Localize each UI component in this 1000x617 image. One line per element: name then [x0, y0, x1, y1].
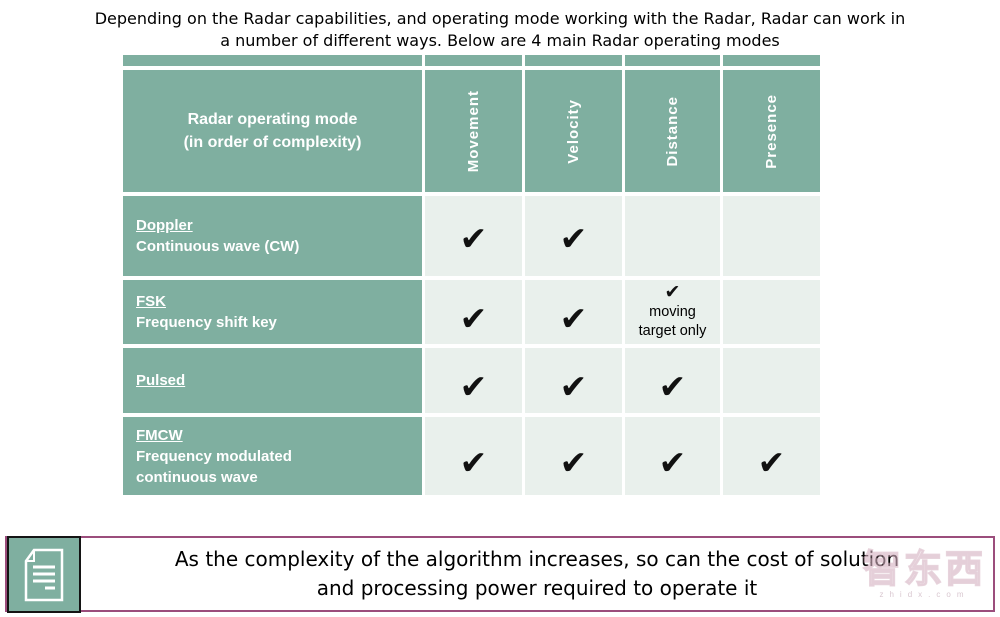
check-icon: ✔: [658, 368, 687, 405]
mode-name: FMCW: [136, 426, 183, 444]
mode-name: Pulsed: [136, 372, 186, 389]
cell-pulsed-presence: [723, 348, 820, 413]
row-label-pulsed: Pulsed: [123, 348, 422, 413]
check-icon: ✔: [459, 443, 488, 481]
summary-note-box: As the complexity of the algorithm incre…: [5, 536, 995, 613]
mode-description: Frequency shift key: [136, 314, 277, 331]
radar-modes-table: Radar operating mode (in order of comple…: [123, 55, 820, 495]
table-corner-header: Radar operating mode (in order of comple…: [123, 70, 422, 192]
column-header-distance: Distance: [625, 70, 720, 192]
cell-doppler-presence: [723, 196, 820, 276]
table-top-strip: [625, 55, 720, 66]
table-top-strip: [425, 55, 522, 66]
column-header-movement: Movement: [425, 70, 522, 192]
table-top-strip: [525, 55, 622, 66]
cell-fmcw-velocity: ✔: [525, 417, 622, 495]
column-header-label: Movement: [465, 89, 482, 173]
mode-description: Frequency modulated continuous wave: [136, 447, 292, 486]
mode-name: Doppler: [136, 217, 193, 234]
row-label-doppler: Doppler Continuous wave (CW): [123, 196, 422, 276]
column-header-velocity: Velocity: [525, 70, 622, 192]
check-icon: ✔: [459, 219, 488, 257]
note-icon-box: [7, 536, 81, 613]
cell-doppler-distance: [625, 196, 720, 276]
column-header-label: Distance: [664, 95, 681, 167]
mode-name: FSK: [136, 293, 166, 310]
cell-doppler-movement: ✔: [425, 196, 522, 276]
check-icon: ✔: [658, 443, 687, 481]
summary-note-text: As the complexity of the algorithm incre…: [174, 547, 900, 600]
cell-fmcw-distance: ✔: [625, 417, 720, 495]
check-icon: ✔: [757, 443, 786, 481]
column-header-label: Velocity: [565, 98, 582, 164]
cell-fmcw-movement: ✔: [425, 417, 522, 495]
row-label-fsk: FSK Frequency shift key: [123, 280, 422, 344]
cell-fmcw-presence: ✔: [723, 417, 820, 495]
row-label-fmcw: FMCW Frequency modulated continuous wave: [123, 417, 422, 495]
cell-note: moving target only: [638, 304, 707, 339]
document-icon: [24, 548, 64, 601]
page-title: Depending on the Radar capabilities, and…: [94, 9, 906, 50]
cell-pulsed-movement: ✔: [425, 348, 522, 413]
cell-fsk-distance: ✔ moving target only: [625, 280, 720, 344]
cell-fsk-presence: [723, 280, 820, 344]
check-icon: ✔: [559, 368, 588, 405]
column-header-label: Presence: [763, 93, 780, 169]
table-top-strip: [723, 55, 820, 66]
cell-fsk-velocity: ✔: [525, 280, 622, 344]
mode-description: Continuous wave (CW): [136, 238, 300, 255]
cell-fsk-movement: ✔: [425, 280, 522, 344]
check-icon: ✔: [459, 368, 488, 405]
cell-doppler-velocity: ✔: [525, 196, 622, 276]
check-icon: ✔: [559, 299, 588, 337]
table-top-strip: [123, 55, 422, 66]
cell-pulsed-velocity: ✔: [525, 348, 622, 413]
check-icon: ✔: [559, 219, 588, 257]
cell-pulsed-distance: ✔: [625, 348, 720, 413]
column-header-presence: Presence: [723, 70, 820, 192]
check-icon: ✔: [559, 443, 588, 481]
check-icon: ✔: [459, 299, 488, 337]
check-icon: ✔: [664, 282, 681, 303]
